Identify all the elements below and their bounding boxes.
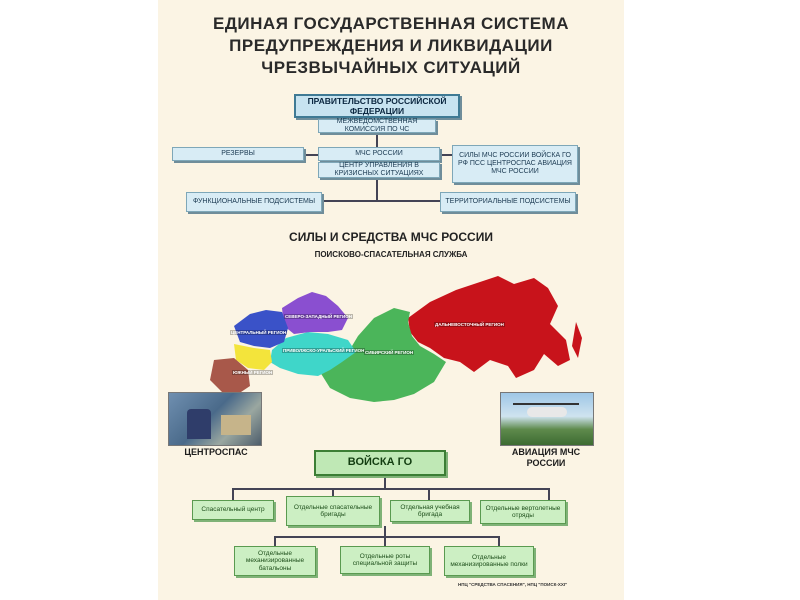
equipment-shape (221, 415, 251, 435)
label-northwest-region: СЕВЕРО-ЗАПАДНЫЙ РЕГИОН (284, 314, 353, 319)
yellow-region (234, 344, 272, 370)
aviation-label: АВИАЦИЯ МЧС РОССИИ (511, 447, 581, 468)
mechanized-regiments-box: Отдельные механизированные полки (444, 546, 534, 576)
connector-line (384, 526, 386, 536)
label-central-region: ЦЕНТРАЛЬНЫЙ РЕГИОН (230, 330, 288, 335)
connector-line (332, 488, 334, 500)
connector-line (304, 154, 318, 156)
connector-line (274, 536, 500, 538)
russia-map (210, 276, 582, 402)
forces-subheading: ПОИСКОВО-СПАСАТЕЛЬНАЯ СЛУЖБА (314, 250, 468, 259)
mechanized-battalions-box: Отдельные механизированные батальоны (234, 546, 316, 576)
connector-line (274, 536, 276, 546)
connector-line (440, 154, 452, 156)
connector-line (376, 118, 378, 148)
government-box: ПРАВИТЕЛЬСТВО РОССИЙСКОЙ ФЕДЕРАЦИИ (294, 94, 460, 118)
special-protection-companies-box: Отдельные роты специальной защиты (340, 546, 430, 574)
label-siberian-region: СИБИРСКИЙ РЕГИОН (364, 350, 415, 355)
functional-subsystems-box: ФУНКЦИОНАЛЬНЫЕ ПОДСИСТЕМЫ (186, 192, 322, 212)
connector-line (232, 488, 234, 500)
helicopter-shape (527, 407, 567, 417)
connector-line (384, 476, 386, 490)
label-south-region: ЮЖНЫЙ РЕГИОН (232, 370, 274, 375)
mchs-box: МЧС РОССИИ (318, 147, 440, 161)
rescuer-figure (187, 409, 211, 439)
northwest-region (282, 292, 348, 334)
poster: ЕДИНАЯ ГОСУДАРСТВЕННАЯ СИСТЕМА ПРЕДУПРЕЖ… (158, 0, 624, 600)
commission-box: МЕЖВЕДОМСТВЕННАЯ КОМИССИЯ ПО ЧС (318, 118, 436, 133)
fareast-region (408, 276, 570, 378)
central-region (234, 310, 288, 348)
training-brigade-box: Отдельная учебная бригада (390, 500, 470, 522)
connector-line (498, 536, 500, 546)
centrospas-photo (168, 392, 262, 446)
footer-credits: НПЦ "СРЕДСТВА СПАСЕНИЯ", НПЦ "ПОИСК-ХХI" (458, 582, 568, 587)
sakhalin-island (572, 322, 582, 358)
title-line-1: ЕДИНАЯ ГОСУДАРСТВЕННАЯ СИСТЕМА (212, 14, 569, 33)
civil-defense-troops-box: ВОЙСКА ГО (314, 450, 446, 476)
aviation-photo (500, 392, 594, 446)
title-line-2: ПРЕДУПРЕЖДЕНИЯ И ЛИКВИДАЦИИ (229, 36, 553, 55)
rotor-shape (513, 403, 579, 405)
connector-line (548, 488, 550, 500)
connector-line (248, 200, 540, 202)
helicopter-squadrons-box: Отдельные вертолетные отряды (480, 500, 566, 524)
label-volga-region: ПРИВОЛЖСКО-УРАЛЬСКИЙ РЕГИОН (282, 348, 366, 353)
connector-line (232, 488, 550, 490)
south-region (210, 358, 250, 394)
rescue-center-box: Спасательный центр (192, 500, 274, 520)
title-line-3: ЧРЕЗВЫЧАЙНЫХ СИТУАЦИЙ (261, 58, 521, 77)
territorial-subsystems-box: ТЕРРИТОРИАЛЬНЫЕ ПОДСИСТЕМЫ (440, 192, 576, 212)
centrospas-label: ЦЕНТРОСПАС (184, 447, 248, 457)
label-fareast-region: ДАЛЬНЕВОСТОЧНЫЙ РЕГИОН (434, 322, 505, 327)
volga-region (270, 332, 356, 376)
siberian-region (320, 308, 446, 402)
connector-line (384, 536, 386, 546)
connector-line (428, 488, 430, 500)
reserves-box: РЕЗЕРВЫ (172, 147, 304, 161)
rescue-brigades-box: Отдельные спасательные бригады (286, 496, 380, 526)
forces-box: СИЛЫ МЧС РОССИИ ВОЙСКА ГО РФ ПСС ЦЕНТРОС… (452, 145, 578, 183)
crisis-center-box: ЦЕНТР УПРАВЛЕНИЯ В КРИЗИСНЫХ СИТУАЦИЯХ (318, 162, 440, 178)
connector-line (376, 178, 378, 200)
forces-heading: СИЛЫ И СРЕДСТВА МЧС РОССИИ (289, 230, 493, 244)
